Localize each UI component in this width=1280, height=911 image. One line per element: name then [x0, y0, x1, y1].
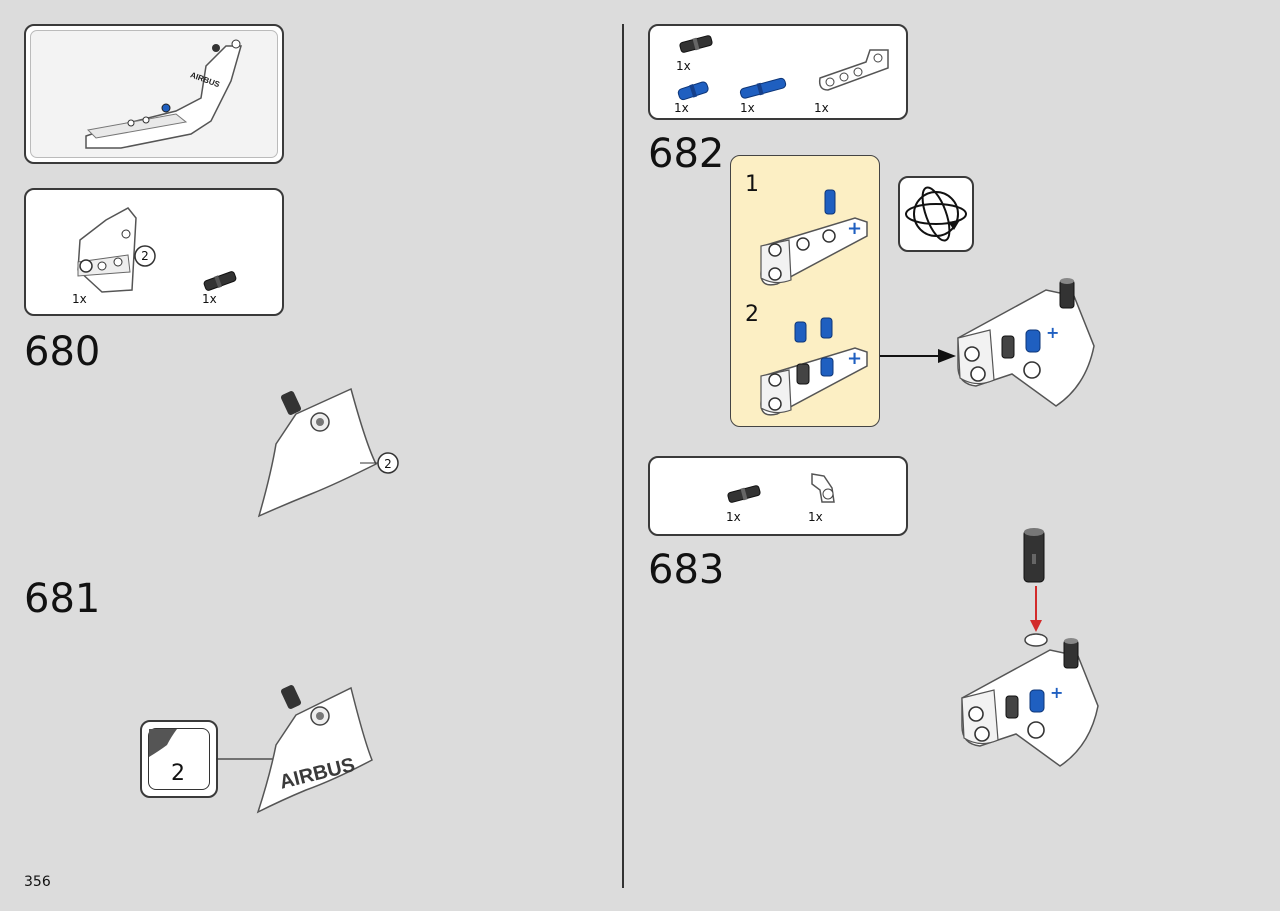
wing-assembly-illustration: AIRBUS	[85, 39, 242, 149]
sub-step-1: 1	[745, 172, 759, 197]
parts-right-qty-1: 1x	[676, 59, 691, 73]
step-682-model-illustration: +	[957, 278, 1095, 407]
sticker-swatch: 2	[148, 728, 210, 790]
reference-panel: AIRBUS	[24, 24, 284, 164]
svg-text:+: +	[1050, 683, 1063, 702]
svg-text:+: +	[1046, 323, 1059, 342]
black-axle-pin-icon	[679, 35, 713, 53]
rotate-icon	[905, 186, 967, 242]
step-681-number: 681	[24, 576, 101, 622]
step-681-panel-illustration: AIRBUS	[216, 685, 373, 814]
step-682-subassembly-box: 1 2 + +	[730, 155, 880, 427]
step-683-model-illustration: +	[961, 528, 1099, 767]
parts-right-qty-3: 1x	[740, 101, 755, 115]
step-680-number: 680	[24, 329, 101, 375]
step-680-panel-illustration: 2	[257, 387, 399, 518]
parts-qty-2: 1x	[202, 292, 217, 306]
page-divider	[622, 24, 624, 888]
svg-text:+: +	[847, 218, 862, 239]
step-682-number: 682	[648, 131, 725, 177]
sub-step-2-beam-illustration: +	[760, 317, 868, 416]
parts-qty-1: 1x	[72, 292, 87, 306]
white-l-beam-icon	[818, 49, 889, 91]
parts-right-qty-2: 1x	[674, 101, 689, 115]
black-axle-pin-icon	[727, 485, 761, 503]
callout-circle-icon: 2	[134, 245, 156, 267]
assembly-arrow	[880, 349, 956, 363]
page-number: 356	[24, 874, 51, 890]
blue-pin-icon	[677, 81, 709, 101]
white-panel-icon	[77, 207, 137, 293]
white-angle-connector-icon	[811, 473, 835, 503]
parts-callout-number: 2	[141, 249, 149, 263]
step-680-callout-number: 2	[384, 457, 392, 471]
sticker-callout-box: 2	[140, 720, 218, 798]
parts-panel-left: 2 1x 1x	[24, 188, 284, 316]
rotate-model-box	[898, 176, 974, 252]
sticker-number: 2	[171, 761, 185, 786]
svg-text:+: +	[847, 348, 862, 369]
parts-right2-qty-1: 1x	[726, 510, 741, 524]
parts-panel-right-2: 1x 1x	[648, 456, 908, 536]
black-axle-pin-icon	[203, 271, 237, 291]
insertion-arrow-head	[1030, 620, 1042, 632]
step-683-number: 683	[648, 547, 725, 593]
sub-step-2: 2	[745, 302, 759, 327]
parts-panel-right: 1x 1x 1x 1x	[648, 24, 908, 120]
parts-right-qty-4: 1x	[814, 101, 829, 115]
parts-right2-qty-2: 1x	[808, 510, 823, 524]
sticker-peel-icon	[149, 729, 177, 757]
sub-step-1-beam-illustration: +	[760, 189, 868, 286]
blue-axle-pin-icon	[739, 77, 787, 99]
